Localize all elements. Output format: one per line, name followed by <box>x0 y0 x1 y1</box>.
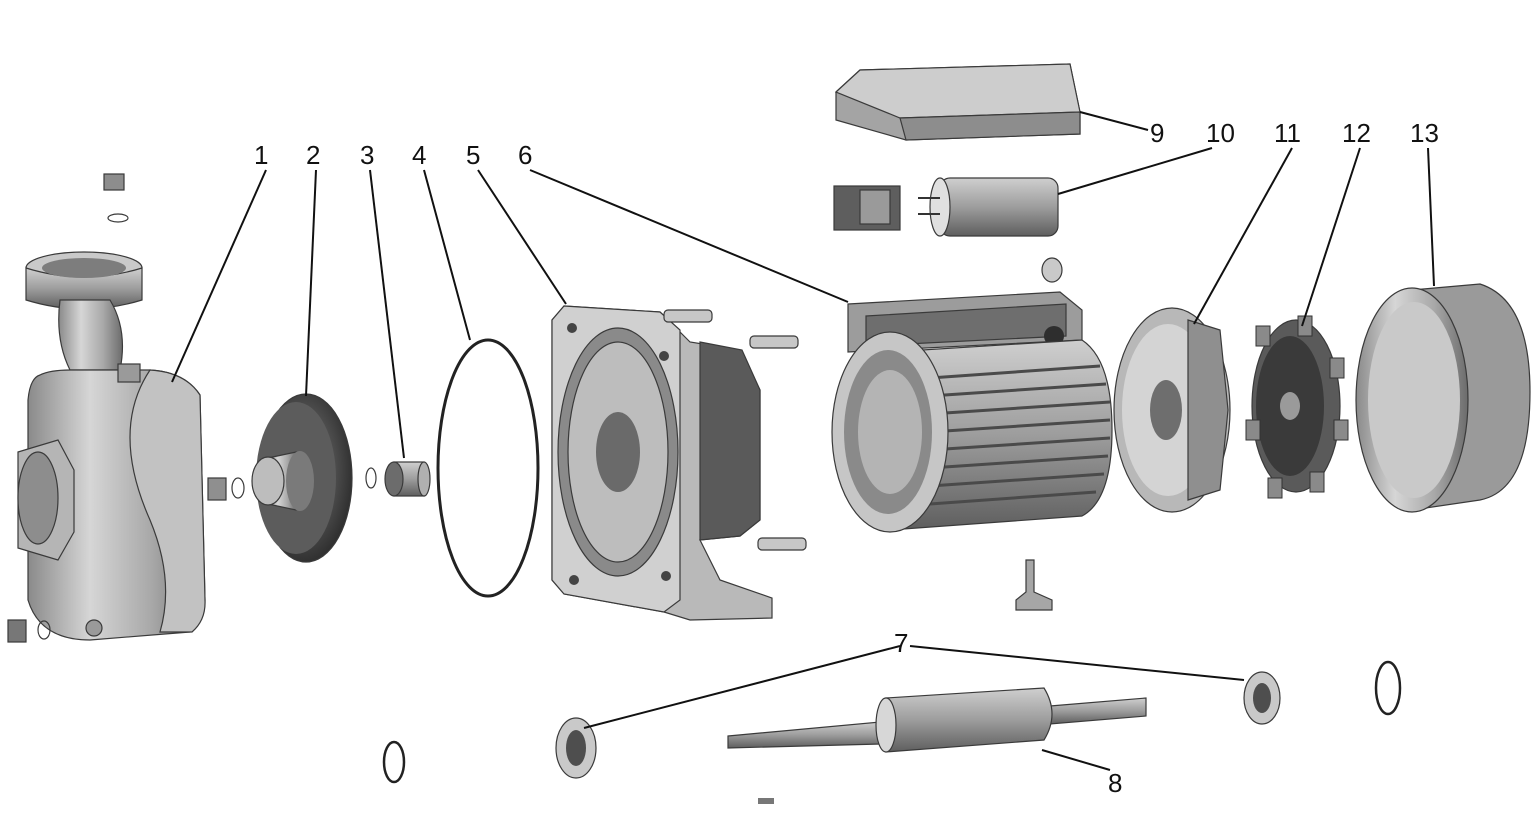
leader-9 <box>1079 111 1149 131</box>
bearing-front <box>555 717 597 779</box>
o-ring-large <box>436 338 540 598</box>
callout-2: 2 <box>306 140 320 170</box>
rear-end-cover <box>1113 307 1231 513</box>
pump-casing <box>7 173 206 643</box>
callout-labels: 1 2 3 4 5 6 7 8 9 10 11 12 13 <box>254 118 1439 798</box>
leader-5 <box>477 169 567 305</box>
leader-2 <box>305 169 317 397</box>
leader-7b <box>909 645 1245 681</box>
leader-13 <box>1427 147 1435 287</box>
impeller <box>207 393 353 563</box>
leader-12 <box>1301 147 1361 327</box>
bearing-rear <box>1243 671 1281 725</box>
callout-11: 11 <box>1274 118 1301 148</box>
leader-lines <box>171 111 1435 771</box>
leader-6 <box>529 169 849 303</box>
fan-cover <box>1355 283 1531 513</box>
callout-13: 13 <box>1410 118 1439 148</box>
callout-12: 12 <box>1342 118 1371 148</box>
o-ring-small <box>382 660 1402 784</box>
callout-4: 4 <box>412 140 426 170</box>
callout-5: 5 <box>466 140 480 170</box>
leader-8 <box>1041 749 1111 771</box>
callout-10: 10 <box>1206 118 1235 148</box>
leader-3 <box>369 169 405 459</box>
capacitor <box>833 177 1059 237</box>
leader-10 <box>1057 147 1213 195</box>
leader-11 <box>1193 147 1293 325</box>
rotor-shaft <box>727 687 1147 804</box>
cooling-fan <box>1245 315 1349 499</box>
callout-9: 9 <box>1150 118 1164 148</box>
leader-4 <box>423 169 471 341</box>
terminal-box-cover <box>834 63 1081 141</box>
callout-3: 3 <box>360 140 374 170</box>
pump-bracket <box>551 305 807 621</box>
leader-1 <box>171 169 267 383</box>
callout-7: 7 <box>894 628 908 658</box>
callout-6: 6 <box>518 140 532 170</box>
callout-1: 1 <box>254 140 268 170</box>
callout-8: 8 <box>1108 768 1122 798</box>
motor-housing <box>831 257 1113 611</box>
mechanical-seal <box>365 461 431 497</box>
leader-7a <box>583 645 901 729</box>
